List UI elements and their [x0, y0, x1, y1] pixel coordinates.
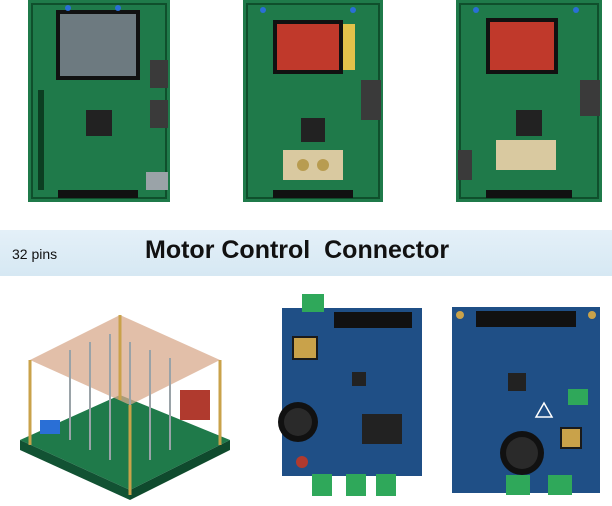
- connector-banner: [0, 230, 612, 276]
- eval-board-photo-1: [28, 0, 170, 202]
- banner-title: Motor Control Connector: [145, 236, 450, 264]
- power-stage-enclosed-photo: [10, 300, 238, 500]
- pin-count-label: 32 pins: [12, 246, 58, 262]
- eval-board-photo-2: [243, 0, 383, 202]
- power-stage-board-photo-1: [272, 294, 428, 500]
- eval-board-photo-3: [456, 0, 602, 202]
- power-stage-board-photo-2: [448, 303, 604, 500]
